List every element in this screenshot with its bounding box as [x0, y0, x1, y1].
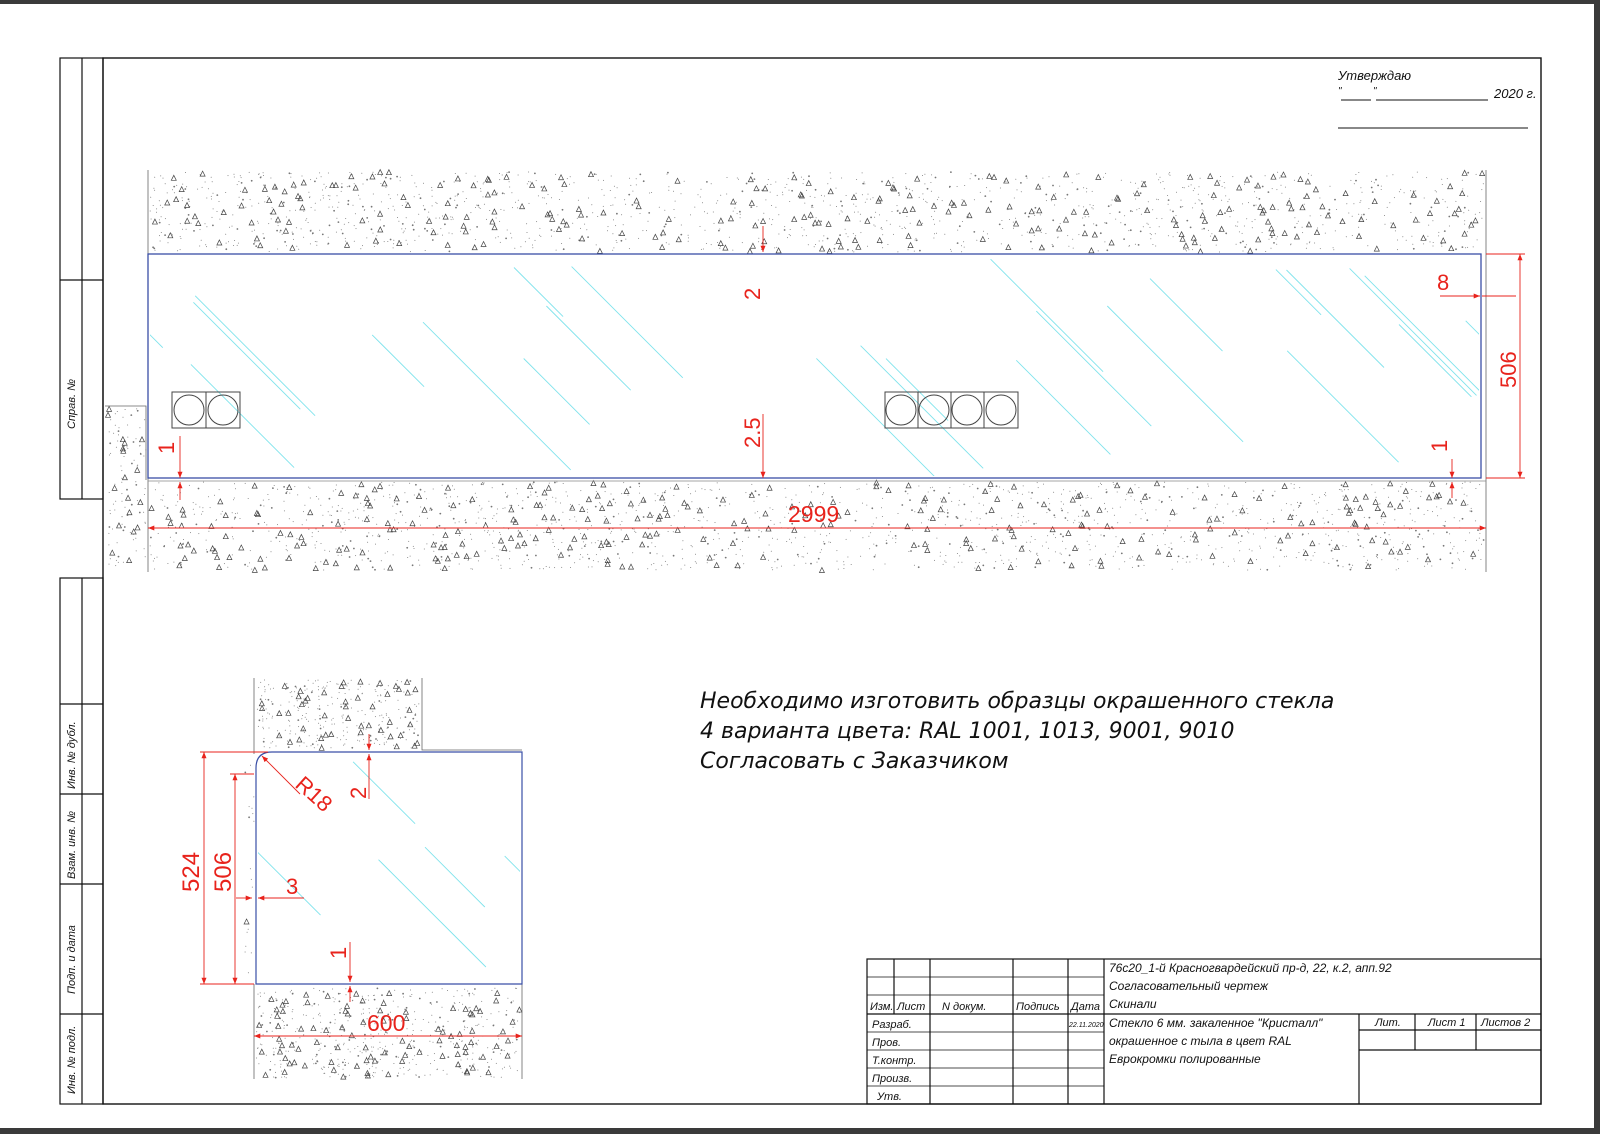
tb-header-data: Дата [1069, 1001, 1100, 1013]
drawing-canvas: Справ. № Инв. № дубл. Взам. инв. № Подп.… [59, 57, 1542, 1105]
tb-role-utv: Утв. [876, 1091, 902, 1103]
dim-detail-width: 600 [367, 1010, 405, 1036]
dim-detail-top-gap: 2 [346, 787, 371, 799]
glass-panel-main [147, 253, 1482, 479]
approval-title: Утверждаю [1337, 68, 1411, 83]
detail-glass-panel [255, 751, 523, 985]
note-line-1: Необходимо изготовить образцы окрашенног… [700, 689, 1334, 714]
tb-header-list: Лист [896, 1001, 925, 1013]
dim-detail-outer-height: 524 [178, 852, 205, 892]
approval-block: Утверждаю " " 2020 г. [1337, 68, 1537, 129]
dim-top-gap-bottom: 2.5 [740, 417, 765, 448]
dim-detail-left-gap: 3 [286, 874, 298, 899]
socket-group-left [171, 391, 241, 429]
stamp-inv-dubl: Инв. № дубл. [66, 721, 78, 789]
tb-role-prov: Пров. [872, 1037, 901, 1049]
approval-year: 2020 г. [1493, 86, 1537, 101]
tb-description-line-2: окрашенное с тыла в цвет RAL [1109, 1034, 1292, 1048]
dim-detail-bottom-gap: 1 [326, 947, 351, 959]
dim-right-bottom-gap: 1 [1427, 440, 1452, 452]
approval-quote-open: " [1338, 86, 1342, 97]
note-line-3: Согласовать с Заказчиком [700, 749, 1008, 774]
tb-header-ndoc: N докум. [942, 1001, 987, 1013]
tb-date: 22.11.2020 [1068, 1022, 1104, 1029]
wall-concrete-left [104, 405, 147, 567]
detail-glass-hatch [258, 761, 520, 968]
tb-role-tkontr: Т.контр. [872, 1055, 916, 1067]
wall-top-view: 2 2.5 8 506 1 1 2999 [104, 168, 1525, 573]
tb-project-line-2: Согласовательный чертеж [1109, 979, 1269, 993]
detail-concrete-left [243, 764, 255, 974]
socket-icon [885, 394, 917, 426]
wall-concrete-top [149, 168, 1486, 255]
production-notes: Необходимо изготовить образцы окрашенног… [700, 689, 1334, 774]
tb-sheet: Лист 1 [1427, 1017, 1466, 1029]
dim-detail-radius: R18 [291, 771, 338, 817]
tb-description-line-3: Еврокромки полированные [1109, 1052, 1261, 1066]
socket-icon [207, 394, 239, 426]
tb-project-line-3: Скинали [1109, 997, 1157, 1011]
stamp-vzam-inv: Взам. инв. № [66, 811, 78, 879]
tb-header-izm: Изм. [870, 1001, 893, 1013]
socket-icon [951, 394, 983, 426]
detail-concrete-top [256, 678, 421, 751]
tb-sheets: Листов 2 [1480, 1017, 1530, 1029]
side-stamp [59, 57, 104, 1105]
drawing-sheet: Справ. № Инв. № дубл. Взам. инв. № Подп.… [0, 4, 1594, 1128]
dim-top-gap-top: 2 [740, 288, 765, 300]
dim-total-width: 2999 [788, 501, 839, 527]
dim-height-right: 506 [1496, 351, 1521, 388]
wall-concrete-bottom [148, 479, 1485, 573]
socket-icon [173, 394, 205, 426]
tb-header-podpis: Подпись [1016, 1001, 1060, 1013]
stamp-inv-podl: Инв. № подл. [66, 1026, 78, 1094]
socket-icon [985, 394, 1017, 426]
tb-role-razrab: Разраб. [872, 1019, 912, 1031]
approval-quote-close: " [1373, 86, 1377, 97]
tb-project-line-1: 76с20_1-й Красногвардейский пр-д, 22, к.… [1109, 961, 1392, 975]
tb-lit: Лит. [1374, 1017, 1401, 1029]
glass-panel-hatch [150, 258, 1479, 476]
stamp-podp-data: Подп. и дата [66, 925, 78, 994]
title-block: Изм. Лист N докум. Подпись Дата Разраб. … [866, 958, 1542, 1105]
dim-left-bottom-gap: 1 [154, 442, 179, 454]
note-line-2: 4 варианта цвета: RAL 1001, 1013, 9001, … [700, 719, 1235, 744]
drawing-frame [102, 57, 1542, 1105]
tb-description-line-1: Стекло 6 мм. закаленное "Кристалл" [1109, 1016, 1323, 1030]
dim-right-gap: 8 [1437, 270, 1449, 295]
socket-group-center [884, 391, 1019, 429]
stamp-sprav: Справ. № [66, 379, 78, 429]
dim-detail-inner-height: 506 [210, 852, 237, 892]
tb-role-proizv: Произв. [872, 1073, 912, 1085]
corner-detail-view: R18 2 524 506 3 1 600 [178, 678, 523, 1080]
socket-icon [918, 394, 950, 426]
